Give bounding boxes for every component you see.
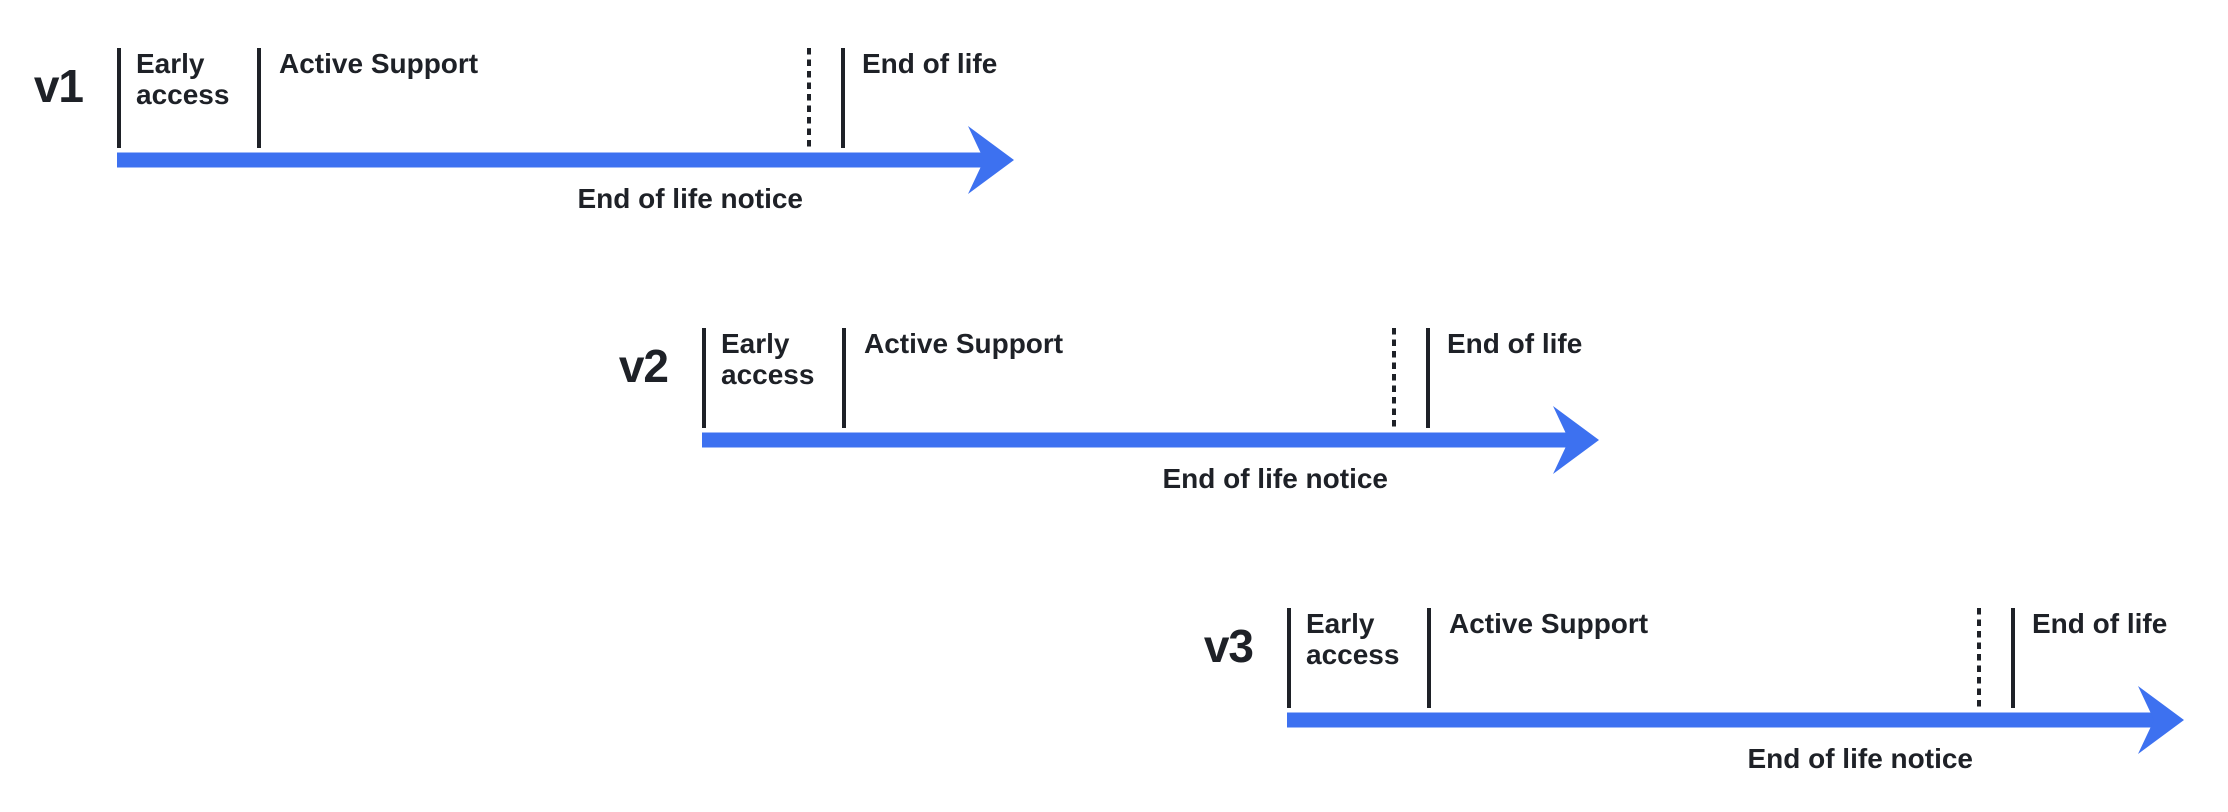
timeline-arrow: [702, 405, 1599, 474]
end-of-life-notice-dashed-tick: [807, 48, 811, 148]
timeline-arrow: [1287, 685, 2184, 754]
early-access-label: Early access: [136, 48, 230, 110]
active-support-start-tick: [1427, 608, 1431, 708]
end-of-life-label: End of life: [2032, 608, 2168, 639]
end-of-life-notice-label: End of life notice: [1162, 463, 1388, 494]
end-of-life-notice-label: End of life notice: [1747, 743, 1973, 774]
timeline-v3: v3 Early access Active Support End of li…: [1167, 608, 2228, 803]
end-of-life-notice-dashed-tick: [1977, 608, 1981, 708]
early-access-start-tick: [117, 48, 121, 148]
timeline-v1: v1 Early access Active Support End of li…: [0, 48, 1067, 243]
early-access-label: Early access: [721, 328, 815, 390]
arrow-head: [968, 125, 1014, 194]
end-of-life-tick: [841, 48, 845, 148]
early-access-start-tick: [702, 328, 706, 428]
timeline-arrow: [117, 125, 1014, 194]
early-access-label: Early access: [1306, 608, 1400, 670]
end-of-life-notice-dashed-tick: [1392, 328, 1396, 428]
timeline-v2: v2 Early access Active Support End of li…: [582, 328, 1652, 523]
early-access-start-tick: [1287, 608, 1291, 708]
end-of-life-label: End of life: [1447, 328, 1583, 359]
end-of-life-tick: [1426, 328, 1430, 428]
arrow-shaft: [702, 432, 1570, 447]
active-support-start-tick: [257, 48, 261, 148]
active-support-start-tick: [842, 328, 846, 428]
active-support-label: Active Support: [279, 48, 479, 79]
active-support-label: Active Support: [1449, 608, 1649, 639]
version-label: v2: [618, 340, 669, 392]
end-of-life-tick: [2011, 608, 2015, 708]
version-label: v3: [1203, 620, 1254, 672]
version-label: v1: [33, 60, 84, 112]
end-of-life-notice-label: End of life notice: [577, 183, 803, 214]
end-of-life-label: End of life: [862, 48, 998, 79]
arrow-shaft: [1287, 712, 2155, 727]
arrow-head: [1553, 405, 1599, 474]
arrow-shaft: [117, 152, 985, 167]
active-support-label: Active Support: [864, 328, 1064, 359]
arrow-head: [2138, 685, 2184, 754]
